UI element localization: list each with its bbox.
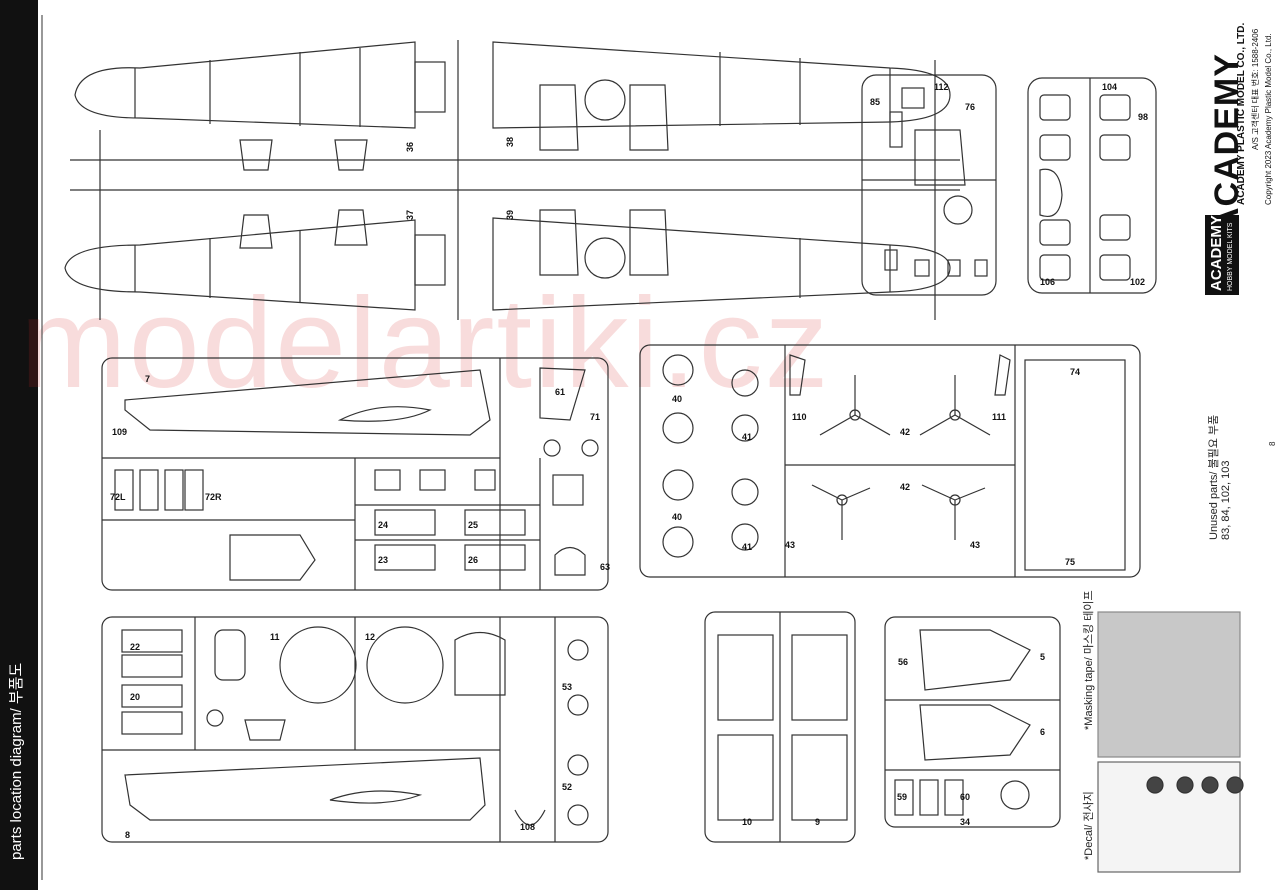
- masking-tape-label: *Masking tape/ 마스킹 테이프: [1083, 590, 1095, 730]
- part-label-72R: 72R: [205, 492, 222, 502]
- part-label-41: 41: [742, 432, 752, 442]
- part-label-41b: 41: [742, 542, 752, 552]
- part-label-20: 20: [130, 692, 140, 702]
- part-label-102: 102: [1130, 277, 1145, 287]
- part-label-60: 60: [960, 792, 970, 802]
- wing-part-38: [492, 41, 951, 129]
- part-label-111: 111: [992, 412, 1006, 422]
- part-label-11: 11: [270, 632, 280, 642]
- part-label-38: 38: [505, 137, 515, 147]
- decal-sheet: [1097, 761, 1241, 873]
- masking-tape-sheet: [1097, 611, 1241, 758]
- academy-logo: ACADEMY HOBBY MODEL KITS: [1205, 215, 1239, 295]
- part-label-59: 59: [897, 792, 907, 802]
- part-label-61: 61: [555, 387, 565, 397]
- side-band: [0, 0, 38, 890]
- part-label-43b: 43: [970, 540, 980, 550]
- part-label-52: 52: [562, 782, 572, 792]
- part-label-56: 56: [898, 657, 908, 667]
- part-label-43: 43: [785, 540, 795, 550]
- part-label-110: 110: [792, 412, 807, 422]
- part-label-6: 6: [1040, 727, 1045, 737]
- propeller-42-d: [921, 484, 986, 540]
- wing-part-37: [64, 219, 416, 311]
- part-label-98: 98: [1138, 112, 1148, 122]
- part-label-63: 63: [600, 562, 610, 572]
- brand-company: ACADEMY PLASTIC MODEL CO., LTD.: [1236, 22, 1247, 205]
- part-label-76: 76: [965, 102, 975, 112]
- academy-logo-text: ACADEMY: [1208, 215, 1225, 291]
- brand-copyright: Copyright 2023 Academy Plastic Model Co.…: [1264, 33, 1273, 205]
- part-label-26: 26: [468, 555, 478, 565]
- part-label-9: 9: [815, 817, 820, 827]
- decal-label: *Decal/ 전사지: [1083, 791, 1095, 860]
- part-label-34: 34: [960, 817, 970, 827]
- wing-part-36: [74, 41, 416, 129]
- part-label-71: 71: [590, 412, 600, 422]
- part-label-36: 36: [405, 142, 415, 152]
- part-label-74: 74: [1070, 367, 1080, 377]
- page-marker: 8: [1268, 441, 1277, 446]
- tail-part-5: [919, 629, 1031, 691]
- unused-parts-list: 83, 84, 102, 103: [1220, 460, 1232, 540]
- part-label-25: 25: [468, 520, 478, 530]
- part-label-8: 8: [125, 830, 130, 840]
- part-label-85: 85: [870, 97, 880, 107]
- propeller-42-a: [819, 375, 891, 436]
- sprue-props: [639, 344, 1141, 578]
- part-label-23: 23: [378, 555, 388, 565]
- part-number-labels: 36 38 37 39 7 8 40 40 41 41 42 42 43 43 …: [110, 82, 1148, 840]
- fuselage-half-7: [124, 369, 491, 436]
- propeller-42-c: [811, 484, 871, 540]
- tail-part-6: [919, 704, 1031, 761]
- brand-as-line: A/S 고객센터 대표 번호: 1588-2406: [1251, 28, 1260, 150]
- part-label-42b: 42: [900, 482, 910, 492]
- part-label-108: 108: [520, 822, 535, 832]
- part-label-40b: 40: [672, 512, 682, 522]
- part-label-12: 12: [365, 632, 375, 642]
- fuselage-half-8: [124, 757, 486, 821]
- wing-part-39: [492, 217, 951, 311]
- unused-parts-label: Unused parts/ 불필요 부품: [1208, 414, 1220, 540]
- part-label-109: 109: [112, 427, 127, 437]
- part-label-39: 39: [505, 210, 515, 220]
- part-label-106: 106: [1040, 277, 1055, 287]
- panel-part-12: [366, 626, 444, 704]
- part-label-22: 22: [130, 642, 140, 652]
- part-label-42: 42: [900, 427, 910, 437]
- propeller-42-b: [919, 375, 991, 436]
- academy-logo-sub: HOBBY MODEL KITS: [1227, 222, 1234, 291]
- part-label-37: 37: [405, 210, 415, 220]
- sprue-small-a: [861, 74, 997, 296]
- sprue-small-b: [1027, 77, 1157, 294]
- part-label-72L: 72L: [110, 492, 126, 502]
- part-label-112: 112: [934, 82, 949, 92]
- part-label-24: 24: [378, 520, 388, 530]
- part-label-5: 5: [1040, 652, 1045, 662]
- panel-part-11: [279, 626, 357, 704]
- part-label-53: 53: [562, 682, 572, 692]
- part-label-40: 40: [672, 394, 682, 404]
- part-label-75: 75: [1065, 557, 1075, 567]
- part-label-7: 7: [145, 374, 150, 384]
- part-label-10: 10: [742, 817, 752, 827]
- sprue-tail: [884, 616, 1061, 828]
- part-label-104: 104: [1102, 82, 1117, 92]
